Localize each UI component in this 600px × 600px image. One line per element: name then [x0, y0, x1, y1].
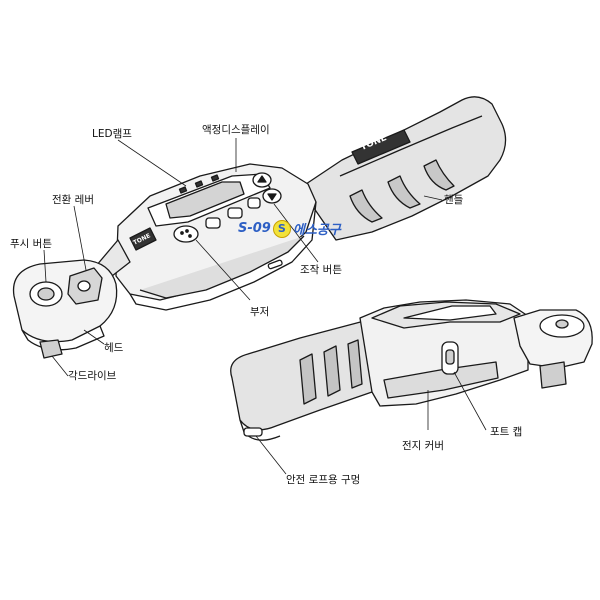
side-led-strip [267, 259, 283, 270]
leader-led-lamp [117, 139, 187, 187]
control-button-left[interactable] [205, 217, 221, 229]
buzzer-hole-3 [188, 234, 192, 238]
rear-square-drive [539, 361, 567, 389]
handle-logo-plate [351, 129, 411, 165]
body-side-edge [129, 201, 317, 311]
arrow-up-icon [257, 175, 267, 183]
label-safety-rope-hole: 안전 로프용 구멍 [286, 474, 361, 486]
led-lamp-2 [194, 180, 204, 188]
body-lower-strip [139, 235, 305, 299]
label-square-drive: 각드라이브 [68, 370, 117, 382]
control-button-mid[interactable] [227, 207, 243, 219]
bottom-wrench [230, 299, 593, 441]
led-lamp-1 [178, 186, 188, 194]
led-lamp-3 [210, 174, 220, 182]
label-battery-cover: 전지 커버 [402, 440, 444, 452]
leader-control-button [273, 203, 319, 263]
watermark: S-09 S 에스공구 [238, 219, 341, 238]
handle-finger-groove-1 [349, 189, 383, 223]
label-control-button: 조작 버튼 [300, 264, 342, 276]
leader-square-drive [51, 355, 69, 377]
watermark-code: S-09 [238, 221, 271, 236]
rear-grip-groove-2 [323, 345, 341, 397]
watermark-badge-icon: S [272, 219, 291, 238]
label-switch-lever: 전환 레버 [52, 194, 94, 206]
port-cap-inner [445, 349, 455, 365]
leader-port-cap [453, 371, 487, 431]
buzzer-grille [173, 225, 199, 243]
buzzer-hole-1 [180, 231, 184, 235]
lever-pivot [77, 280, 91, 292]
watermark-text: 에스공구 [292, 223, 341, 238]
leader-head [83, 329, 105, 345]
label-head: 헤드 [104, 342, 124, 354]
leader-handle [423, 195, 443, 201]
rear-head-screw [555, 319, 569, 329]
leader-rope-hole [255, 435, 287, 475]
label-port-cap: 포트 캡 [490, 426, 523, 438]
head-logo-plate [129, 227, 157, 251]
safety-rope-hole[interactable] [243, 427, 263, 437]
label-push-button: 푸시 버튼 [10, 238, 52, 250]
control-button-m[interactable] [247, 197, 261, 209]
battery-cover[interactable] [383, 361, 499, 399]
buzzer-hole-2 [185, 229, 189, 233]
leader-push-button [43, 249, 47, 283]
top-wrench [12, 96, 507, 359]
handle-grip [299, 96, 507, 241]
rear-grip-groove-1 [299, 353, 317, 405]
leader-switch-lever [73, 205, 87, 271]
label-handle: 핸들 [444, 194, 464, 206]
leader-buzzer [195, 239, 251, 301]
push-button-core [37, 287, 55, 301]
handle-finger-groove-2 [387, 175, 421, 209]
square-drive [39, 339, 63, 359]
handle-finger-groove-3 [423, 159, 455, 191]
label-led-lamp: LED램프 [92, 128, 132, 140]
label-buzzer: 부저 [250, 306, 270, 318]
leader-lines [43, 138, 487, 475]
arrow-down-icon [267, 193, 277, 201]
rear-display-top [403, 305, 497, 321]
handle-grip-ridge [339, 115, 483, 177]
rear-grip-groove-3 [347, 339, 363, 389]
label-lcd-display: 액정디스플레이 [202, 124, 270, 136]
lcd-screen [165, 181, 245, 219]
